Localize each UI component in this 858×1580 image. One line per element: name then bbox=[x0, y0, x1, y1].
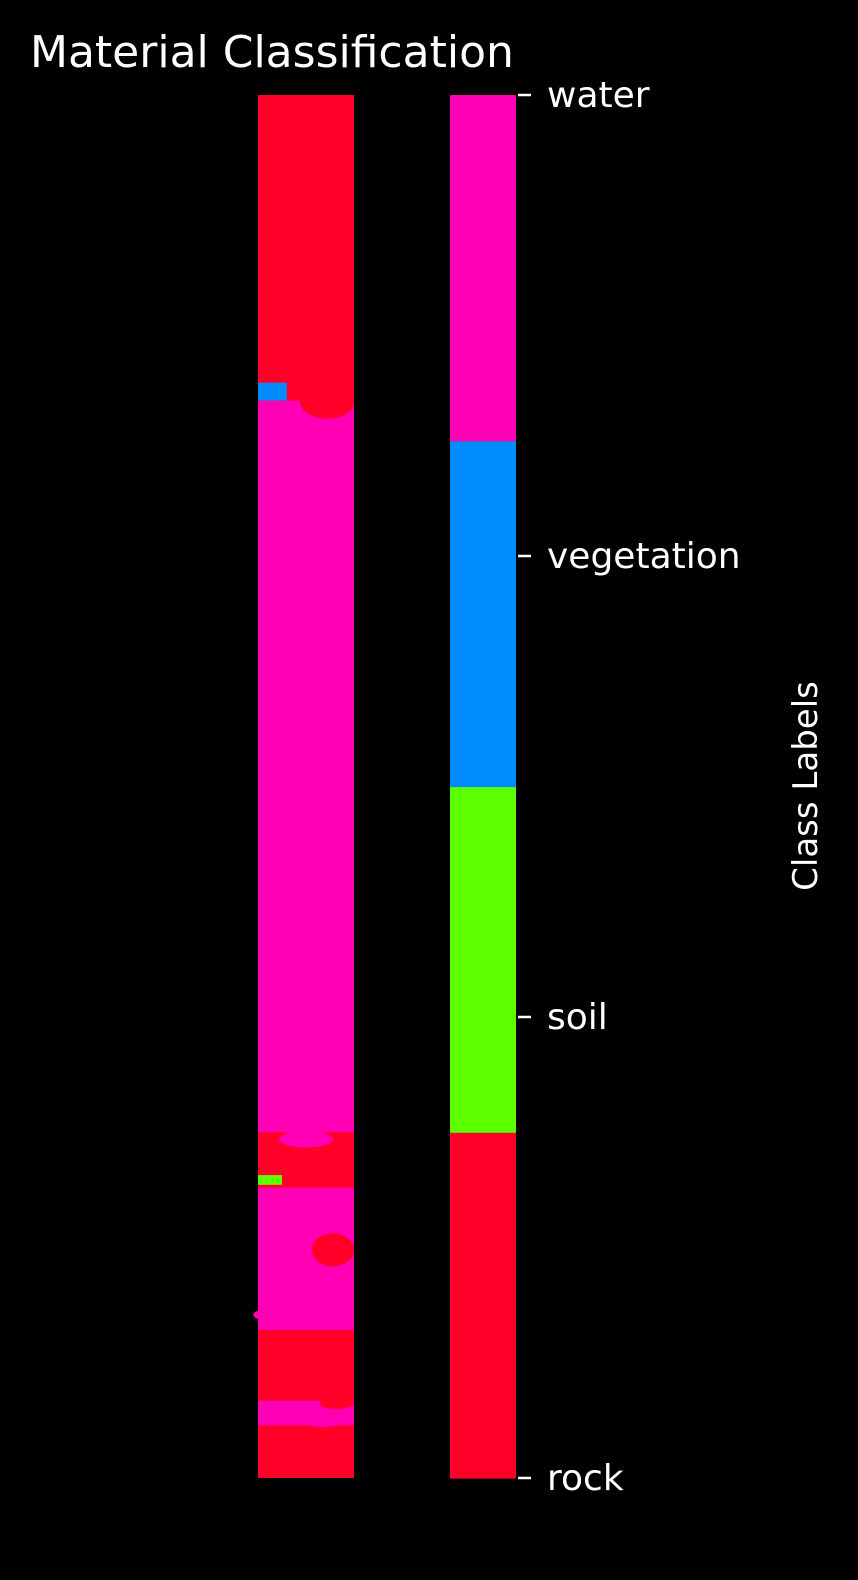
image-blob-water bbox=[279, 1130, 333, 1148]
chart-title: Material Classification bbox=[30, 27, 514, 78]
image-blob-rock bbox=[311, 1233, 354, 1267]
image-segment-water bbox=[258, 400, 354, 1133]
image-segment-vegetation bbox=[258, 382, 287, 401]
colorbar-label: Class Labels bbox=[786, 681, 826, 891]
colorbar-tick-label-rock: rock bbox=[547, 1458, 624, 1499]
colorbar-segment-water bbox=[450, 95, 516, 442]
image-segment-rock bbox=[258, 1330, 354, 1401]
image-segment-rock bbox=[258, 1425, 354, 1478]
image-blob-rock bbox=[319, 1397, 355, 1409]
colorbar-tick-label-soil: soil bbox=[547, 997, 608, 1038]
colorbar-segment-rock bbox=[450, 1132, 516, 1479]
colorbar-segment-soil bbox=[450, 786, 516, 1133]
classification-image bbox=[253, 95, 355, 1478]
image-segment-rock bbox=[258, 95, 354, 393]
image-blob-water bbox=[253, 1306, 321, 1324]
colorbar-segment-vegetation bbox=[450, 440, 516, 788]
colorbar-tick-label-water: water bbox=[547, 75, 650, 116]
image-segment-soil bbox=[258, 1175, 282, 1185]
colorbar: rock soil vegetation water bbox=[450, 75, 741, 1499]
colorbar-tick-label-vegetation: vegetation bbox=[547, 536, 741, 577]
image-blob-rock bbox=[300, 385, 354, 419]
image-blob-water bbox=[292, 1404, 354, 1427]
